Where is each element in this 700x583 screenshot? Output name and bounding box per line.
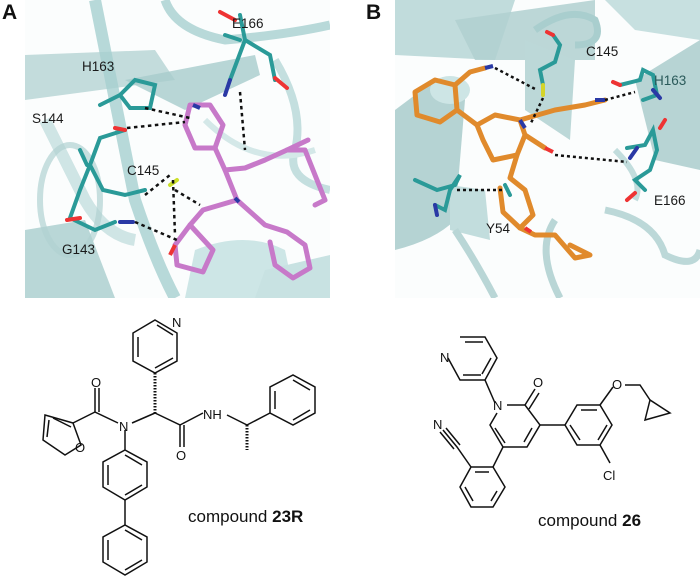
compound-prefix: compound [188, 507, 273, 526]
residue-label-e166-b: E166 [654, 193, 686, 208]
protein-ribbon-a-image [25, 0, 330, 298]
svg-text:NH: NH [203, 407, 222, 422]
structure-26-drawing: N N N O O Cl [433, 336, 672, 508]
svg-text:O: O [75, 440, 85, 455]
compound-id-26: 26 [622, 511, 642, 530]
svg-text:O: O [176, 448, 186, 463]
compound-label-23r: compound 23R [188, 508, 303, 525]
residue-label-g143-a: G143 [62, 242, 96, 257]
svg-text:O: O [533, 375, 543, 390]
compound-id-23r: 23R [272, 507, 304, 526]
residue-label-s144-a: S144 [32, 111, 64, 126]
residue-label-c145-a: C145 [127, 163, 160, 178]
residue-label-e166-a: E166 [232, 16, 264, 31]
protein-ribbon-b-image [395, 0, 700, 298]
svg-text:N: N [440, 350, 449, 365]
svg-text:N: N [493, 398, 502, 413]
svg-text:O: O [612, 377, 622, 392]
svg-text:O: O [91, 375, 101, 390]
svg-text:N: N [433, 417, 442, 432]
residue-label-h163-a: H163 [82, 59, 115, 74]
panel-b-binding-pose [395, 0, 700, 298]
panel-letter-a: A [2, 1, 18, 24]
svg-text:N: N [172, 315, 181, 330]
residue-label-c145-b: C145 [586, 44, 619, 59]
residue-label-h163-b: H163 [654, 73, 687, 88]
compound-label-26: compound 26 [538, 512, 641, 529]
panel-letter-b: B [366, 1, 382, 24]
chemical-structure-23r: N N NH O O O [35, 315, 335, 578]
svg-text:Cl: Cl [603, 468, 615, 483]
chemical-structure-26: N N N O O Cl [415, 325, 700, 555]
compound-prefix: compound [538, 511, 623, 530]
panel-a-binding-pose [25, 0, 330, 298]
structure-23r-drawing: N N NH O O O [42, 315, 316, 576]
svg-text:N: N [119, 419, 128, 434]
residue-label-y54-b: Y54 [486, 221, 511, 236]
